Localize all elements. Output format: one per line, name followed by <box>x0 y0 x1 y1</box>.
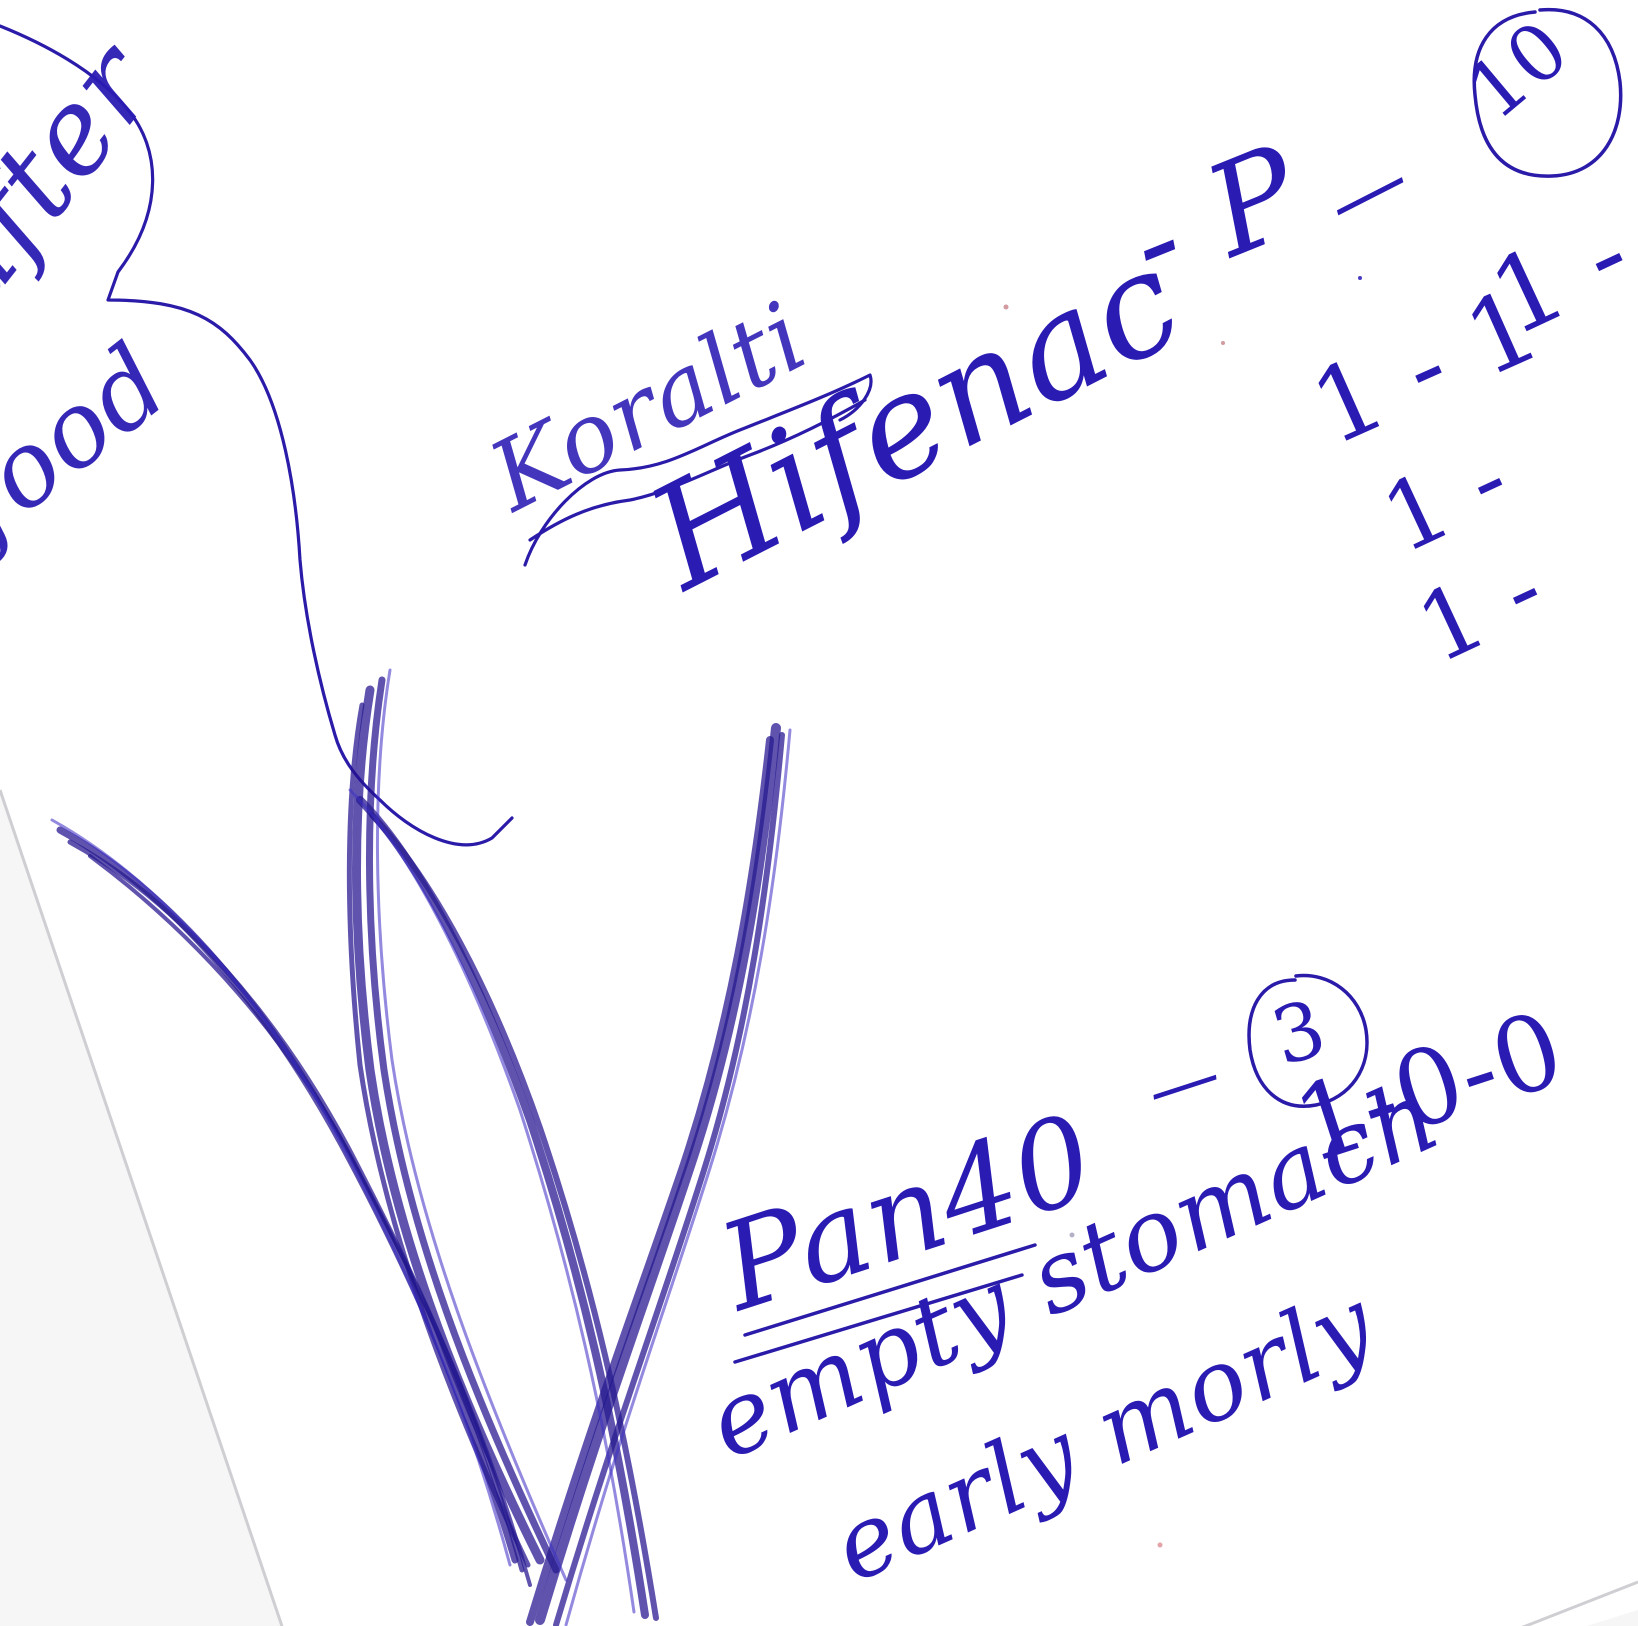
paper-edge-right <box>1521 1580 1638 1626</box>
paper-edge-left <box>0 789 284 1626</box>
scribble-strikethrough <box>523 373 873 567</box>
circle-10-mark <box>1472 7 1623 178</box>
circle-3-mark <box>1247 973 1369 1108</box>
ink-grass-sketch <box>50 668 792 1626</box>
stray-dots <box>1003 276 1362 1548</box>
underline-strokes <box>733 1243 1037 1364</box>
